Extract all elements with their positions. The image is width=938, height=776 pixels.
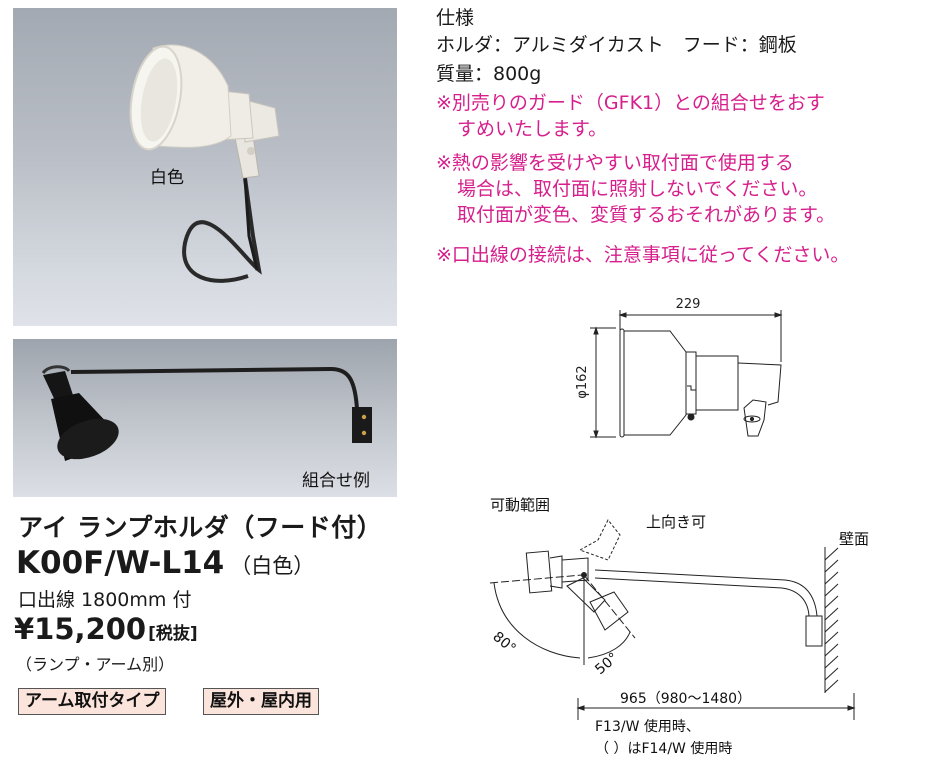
tax-note: [税抜] <box>148 624 198 644</box>
badge-indoor-outdoor: 屋外・屋内用 <box>203 688 319 715</box>
note-heat-line3: 取付面が変色、変質するおそれがあります。 <box>457 204 836 226</box>
spec-weight: 質量：800g <box>436 63 542 85</box>
product-name: アイ ランプホルダ（フード付） <box>18 513 383 542</box>
dimension-drawing: 229 φ162 <box>575 297 783 439</box>
arm-length-label: 965（980〜1480） <box>620 691 751 707</box>
product-model: K00F/W-L14（白色） <box>16 545 314 581</box>
lamp-on-arm-illustration <box>41 365 372 461</box>
photo-caption-combination: 組合せ例 <box>302 471 370 491</box>
dimension-diameter-label: φ162 <box>575 365 590 398</box>
note-guard-line2: すめいたします。 <box>457 118 608 140</box>
badge-arm-mount-type: アーム取付タイプ <box>18 688 167 715</box>
model-color-note: （白色） <box>230 554 315 578</box>
dimension-width-label: 229 <box>676 297 701 312</box>
movable-range-label: 可動範囲 <box>490 496 550 514</box>
model-number: K00F/W-L14 <box>16 545 225 581</box>
upward-possible-label: 上向き可 <box>646 513 706 531</box>
price: ¥15,200[税抜] <box>14 612 198 646</box>
note-heat-line1: ※熱の影響を受けやすい取付面で使用する <box>436 152 794 174</box>
note-guard: ※別売りのガード（GFK1）との組合せをおす すめいたします。 <box>436 90 825 142</box>
price-value: ¥15,200 <box>14 612 147 646</box>
spec-heading: 仕様 <box>436 7 475 29</box>
cord-length: 口出線 1800mm 付 <box>18 589 192 611</box>
lamp-holder-white-illustration <box>129 44 280 283</box>
note-guard-line1: ※別売りのガード（GFK1）との組合せをおす <box>436 92 825 114</box>
angle-side-label: 50° <box>592 650 621 678</box>
mount-range-drawing: 可動範囲 上向き可 壁面 <box>489 496 869 757</box>
note-cord-connection: ※口出線の接続は、注意事項に従ってください。 <box>436 244 850 266</box>
angle-down-label: 80° <box>489 629 518 657</box>
product-photo-white: 白色 <box>13 8 397 326</box>
note-heat-line2: 場合は、取付面に照射しないでください。 <box>457 178 818 200</box>
spec-material: ホルダ：アルミダイカスト フード：鋼板 <box>436 34 797 56</box>
photo-caption-white: 白色 <box>150 168 184 188</box>
sold-separately-note: （ランプ・アーム別） <box>16 655 175 674</box>
length-note-f14: （ ）はF14/W 使用時 <box>595 740 732 757</box>
product-photo-combination: 組合せ例 <box>13 339 397 497</box>
note-heat: ※熱の影響を受けやすい取付面で使用する 場合は、取付面に照射しないでください。 … <box>436 150 835 228</box>
wall-surface-label: 壁面 <box>839 530 869 548</box>
length-note-f13: F13/W 使用時、 <box>595 718 700 735</box>
